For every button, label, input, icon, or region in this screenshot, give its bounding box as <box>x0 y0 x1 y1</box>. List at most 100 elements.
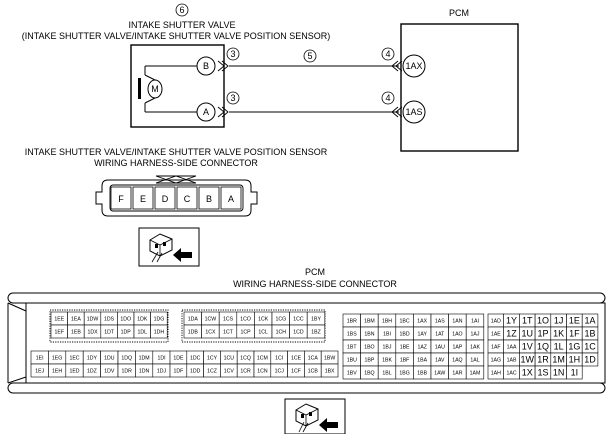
pcm-pin-1ed: 1ED <box>69 369 79 375</box>
pcm-pin-1dx: 1DX <box>87 330 98 336</box>
motor-label: M <box>151 84 159 94</box>
pcm-pin-1p: 1P <box>537 329 548 339</box>
pcm-pin-1s: 1S <box>537 368 548 378</box>
pcm-pin-1dm: 1DM <box>139 356 150 362</box>
pcm-pin-1eh: 1EH <box>52 369 62 375</box>
pcm-pin-1ea: 1EA <box>71 317 81 323</box>
pcm-pin-1ar: 1AR <box>452 371 462 377</box>
pcm-pin-1da: 1DA <box>188 317 199 323</box>
valve-connector-pin-f: F <box>118 194 124 204</box>
pcm-box <box>400 23 519 152</box>
pcm-pin-1dh: 1DH <box>154 330 165 336</box>
pcm-pin-1bj: 1BJ <box>383 345 392 351</box>
pcm-pin-1ei: 1EI <box>36 356 44 362</box>
pcm-pin-1cx: 1CX <box>205 330 216 336</box>
pcm-pin-1ak: 1AK <box>470 345 480 351</box>
pcm-pin-1df: 1DF <box>173 369 183 375</box>
pcm-pin-1cn: 1CN <box>257 369 268 375</box>
pcm-pin-cell <box>581 352 599 367</box>
pcm-pin-1an: 1AN <box>452 319 462 325</box>
pcm-pin-1ec: 1EC <box>69 356 79 362</box>
pcm-pin-1ci: 1CI <box>275 356 283 362</box>
pcm-pin-1ai: 1AI <box>471 319 479 325</box>
pcm-pin-1g: 1G <box>568 342 580 352</box>
pcm-pin-1cd: 1CD <box>293 330 304 336</box>
pcm-pin-1bl: 1BL <box>382 371 391 377</box>
connector-view-icon-bottom <box>284 398 346 434</box>
pcm-conn-title-line1: PCM <box>305 267 325 277</box>
pcm-pin-1h: 1H <box>569 355 581 365</box>
pcm-pin-1cq: 1CQ <box>240 356 251 362</box>
pcm-pin-1dw: 1DW <box>87 317 99 323</box>
pcm-pin-1br: 1BR <box>347 319 357 325</box>
pcm-pin-1dz: 1DZ <box>87 369 97 375</box>
pcm-pin-1dc: 1DC <box>190 356 201 362</box>
pcm-pin-1bx: 1BX <box>325 369 335 375</box>
valve-pin-a-label: A <box>203 107 209 117</box>
pcm-pin-1az: 1AZ <box>417 345 427 351</box>
pcm-pin-1cc: 1CC <box>293 317 304 323</box>
pcm-pin-1as-label: 1AS <box>405 107 422 117</box>
callout-3-bottom-number: 3 <box>230 93 235 103</box>
pcm-pin-1dd: 1DD <box>190 369 201 375</box>
pcm-pin-1cr: 1CR <box>240 369 251 375</box>
valve-connector-pin-b: B <box>206 194 212 204</box>
pcm-pin-1ca: 1CA <box>308 356 319 362</box>
pcm-pin-1bg: 1BG <box>399 371 409 377</box>
pcm-pin-1au: 1AU <box>435 345 445 351</box>
pcm-pin-1ab: 1AB <box>507 358 517 364</box>
pcm-pin-1ad: 1AD <box>491 319 501 325</box>
pcm-pin-1dj: 1DJ <box>157 369 167 375</box>
pcm-pin-1ce: 1CE <box>291 356 302 362</box>
valve-box <box>130 44 225 128</box>
pcm-pin-1n: 1N <box>553 368 565 378</box>
wire-b-1ax <box>217 60 403 72</box>
pcm-pin-1at: 1AT <box>435 332 445 338</box>
pcm-pin-1ap: 1AP <box>452 345 462 351</box>
pcm-pin-1cw: 1CW <box>205 317 217 323</box>
pcm-pin-1j: 1J <box>554 316 564 326</box>
pcm-pin-1ah: 1AH <box>491 371 501 377</box>
pcm-pin-1cg: 1CG <box>275 317 286 323</box>
pcm-pin-1e: 1E <box>569 316 580 326</box>
pcm-pin-1cu: 1CU <box>224 356 235 362</box>
pcm-pin-1cz: 1CZ <box>207 369 217 375</box>
pcm-pin-1cb: 1CB <box>308 369 319 375</box>
pcm-pin-1bd: 1BD <box>400 332 410 338</box>
pcm-pin-1bm: 1BM <box>364 319 375 325</box>
valve-title-line2: (INTAKE SHUTTER VALVE/INTAKE SHUTTER VAL… <box>22 31 331 41</box>
pcm-pin-1ax: 1AX <box>417 319 427 325</box>
pcm-pin-1ag: 1AG <box>491 358 501 364</box>
valve-connector-pin-cell <box>110 186 132 210</box>
valve-callout-number: 6 <box>179 5 184 15</box>
pcm-pin-cell <box>306 324 326 339</box>
pcm-pin-1f: 1F <box>569 329 580 339</box>
pcm-pin-1dt: 1DT <box>104 330 115 336</box>
valve-conn-title-line2: WIRING HARNESS-SIDE CONNECTOR <box>94 158 258 168</box>
pcm-pin-1am: 1AM <box>470 371 481 377</box>
pcm-pin-1bn: 1BN <box>364 332 374 338</box>
pcm-pin-1db: 1DB <box>188 330 199 336</box>
pcm-pin-1bp: 1BP <box>364 358 374 364</box>
valve-callout: 6 <box>175 3 189 17</box>
pcm-pin-1ef: 1EF <box>55 330 65 336</box>
motor-symbol: M <box>138 65 205 113</box>
pcm-pin-1de: 1DE <box>173 356 184 362</box>
pcm-pin-1dn: 1DN <box>139 369 150 375</box>
pcm-pin-1d: 1D <box>584 355 596 365</box>
pcm-pin-1by: 1BY <box>311 317 321 323</box>
pcm-pin-1v: 1V <box>522 342 533 352</box>
pcm-pin-1bv: 1BV <box>347 371 357 377</box>
valve-connector-pin-cell <box>154 186 176 210</box>
pcm-pin-1b: 1B <box>585 329 596 339</box>
pcm-pin-1bh: 1BH <box>382 319 392 325</box>
pcm-pin-1aw: 1AW <box>434 371 445 377</box>
connector-view-icon-top <box>138 227 200 267</box>
pcm-pin-1bs: 1BS <box>347 332 357 338</box>
valve-pin-b-label: B <box>203 61 209 71</box>
pcm-pin-1dg: 1DG <box>154 317 165 323</box>
pcm-pin-1cm: 1CM <box>257 356 268 362</box>
valve-connector-pin-a: A <box>228 194 234 204</box>
